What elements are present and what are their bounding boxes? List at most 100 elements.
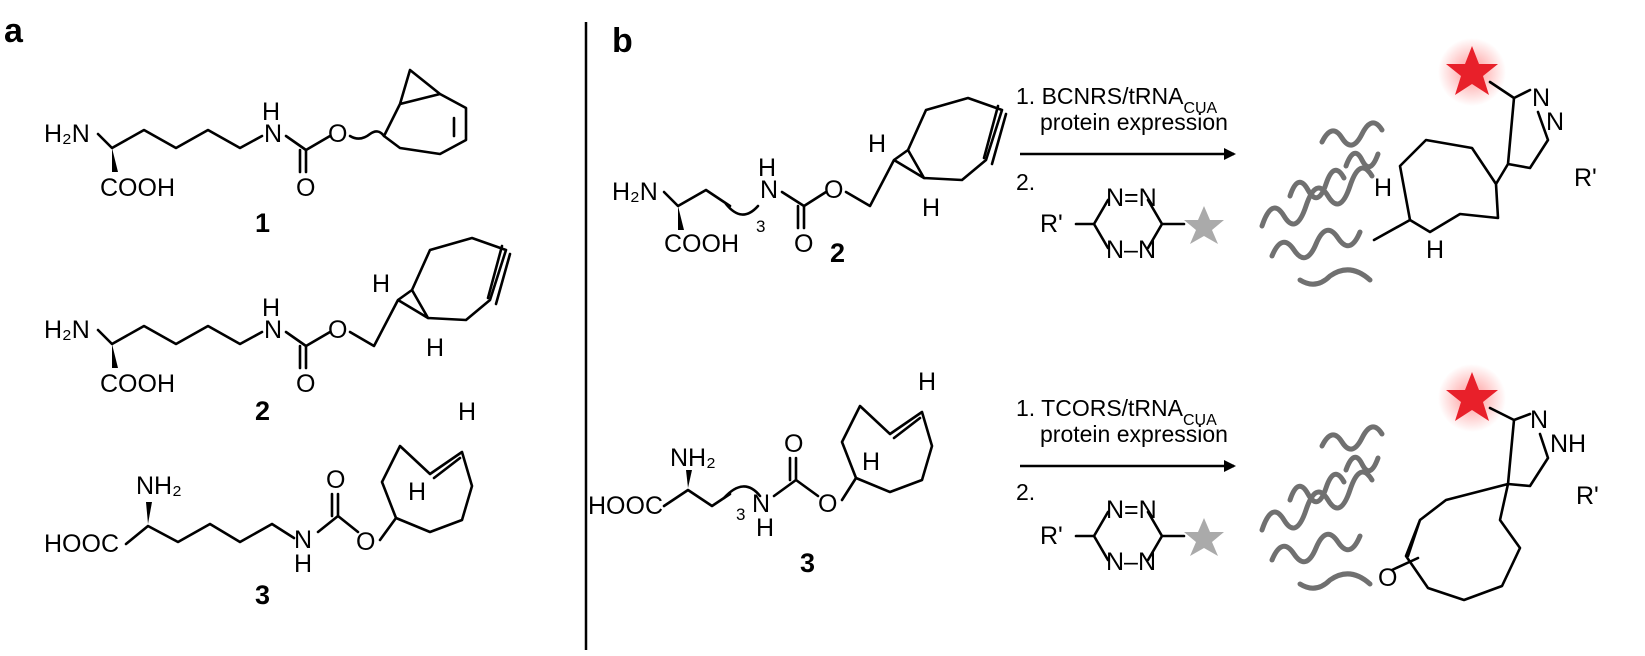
wedge-bond	[112, 148, 118, 172]
carbamate-bond	[772, 478, 820, 498]
compound-3-structure: NH₂ HOOC N H O O H H	[44, 398, 476, 578]
chain-repeat-subscript: 3	[736, 505, 745, 524]
product-2: N NH R' O	[1259, 364, 1599, 602]
h-label: H	[918, 368, 936, 396]
step-1-label: 1. TCORS/tRNACUA	[1016, 395, 1217, 429]
o-label: O	[794, 230, 813, 258]
tetrazine-reagent: R' N=N N–N	[1040, 496, 1224, 576]
carbamate-bond	[284, 134, 332, 152]
bcn-ring	[844, 96, 1004, 208]
alkyne-bond	[486, 244, 512, 306]
amine-label: H₂N	[44, 316, 90, 344]
n-label: N	[1532, 84, 1550, 112]
lysine-chain	[96, 128, 264, 150]
carbonyl-bond	[330, 492, 340, 518]
h-label: H	[1374, 174, 1392, 202]
h-label: H	[862, 448, 880, 476]
carboxyl-label: COOH	[100, 174, 175, 202]
norbornene-ring	[382, 68, 468, 156]
product-ring-system	[1404, 406, 1550, 602]
h-label: H	[408, 478, 426, 506]
fluorophore-star-icon	[1184, 518, 1224, 556]
n-label: N	[1530, 406, 1548, 434]
wedge-bond	[678, 206, 684, 230]
amine-label: NH₂	[670, 444, 716, 472]
carboxyl-label: COOH	[664, 230, 739, 258]
wedge-bond	[686, 470, 692, 488]
o-label: O	[326, 466, 345, 494]
step-2-label: 2.	[1016, 169, 1035, 195]
carbonyl-bond	[788, 456, 798, 482]
reaction-arrow-2: 1. TCORS/tRNACUA protein expression 2.	[1016, 395, 1236, 505]
step-1-detail: protein expression	[1040, 109, 1228, 135]
linker-bond	[1372, 218, 1412, 242]
lysine-chain	[96, 324, 264, 346]
lysine-chain	[662, 488, 732, 508]
n-label: N	[264, 316, 282, 344]
tetrazine-n-bottom: N–N	[1106, 236, 1156, 264]
compound-label-2-reaction: 2	[830, 238, 845, 268]
n-label: N	[264, 120, 282, 148]
compound-label-3-reaction: 3	[800, 548, 815, 578]
step-1-label: 1. BCNRS/tRNACUA	[1016, 83, 1218, 117]
wedge-bond	[146, 502, 152, 524]
o-label: O	[356, 528, 375, 556]
alkyne-bond	[982, 104, 1008, 166]
compound-label-1: 1	[255, 208, 270, 238]
n-label: N	[760, 176, 778, 204]
panel-label-a: a	[4, 12, 24, 50]
compound-1-structure: H₂N COOH H N O O	[44, 68, 468, 202]
product-ring-system	[1398, 80, 1550, 234]
o-label: O	[328, 316, 347, 344]
compound-label-3: 3	[255, 580, 270, 610]
carboxyl-label: COOH	[100, 370, 175, 398]
tco-ring	[378, 444, 474, 542]
alkene-bond	[892, 416, 922, 440]
r-group-label: R'	[1574, 164, 1597, 192]
fluorophore-star-icon	[1446, 372, 1498, 421]
n-label: N	[294, 526, 312, 554]
r-group-label: R'	[1576, 482, 1599, 510]
alkene-bond	[432, 456, 462, 480]
carbonyl-bond	[298, 344, 308, 370]
o-label: O	[818, 490, 837, 518]
tetrazine-n-bottom: N–N	[1106, 548, 1156, 576]
carbamate-bond	[316, 514, 360, 534]
carbamate-bond	[284, 330, 332, 348]
lysine-chain	[124, 522, 296, 546]
o-label: O	[296, 370, 315, 398]
reactant-2-structure: H₂N COOH 3 H N O O H H	[612, 96, 1008, 258]
h-label: H	[758, 154, 776, 182]
carboxyl-label: HOOC	[588, 492, 663, 520]
o-label: O	[784, 430, 803, 458]
compound-label-2: 2	[255, 396, 270, 426]
nh-label: NH	[1550, 430, 1586, 458]
r-group-label: R'	[1040, 210, 1063, 238]
tetrazine-n-top: N=N	[1106, 184, 1157, 212]
o-label: O	[328, 120, 347, 148]
h-label: H	[294, 550, 312, 578]
amine-label: H₂N	[612, 178, 658, 206]
h-label: H	[1426, 236, 1444, 264]
chain-bracket	[722, 485, 762, 500]
h-label: H	[868, 130, 886, 158]
panel-label-b: b	[612, 22, 633, 60]
carbonyl-bond	[796, 204, 806, 230]
r-group-label: R'	[1040, 522, 1063, 550]
tetrazine-ring	[1074, 510, 1186, 562]
o-label: O	[1378, 564, 1397, 592]
bcn-ring	[348, 236, 508, 348]
wavy-bond	[348, 130, 386, 140]
o-label: O	[296, 174, 315, 202]
linker-bond	[1390, 556, 1420, 572]
h-label: H	[372, 270, 390, 298]
chain-bracket	[724, 202, 760, 216]
lysine-chain	[662, 188, 732, 208]
fluorophore-star-icon	[1184, 206, 1224, 244]
h-label: H	[262, 294, 280, 322]
h-label: H	[426, 334, 444, 362]
carboxyl-label: HOOC	[44, 530, 119, 558]
reactant-3-structure: NH₂ HOOC 3 N H O O H H	[588, 368, 936, 542]
n-label: N	[752, 490, 770, 518]
